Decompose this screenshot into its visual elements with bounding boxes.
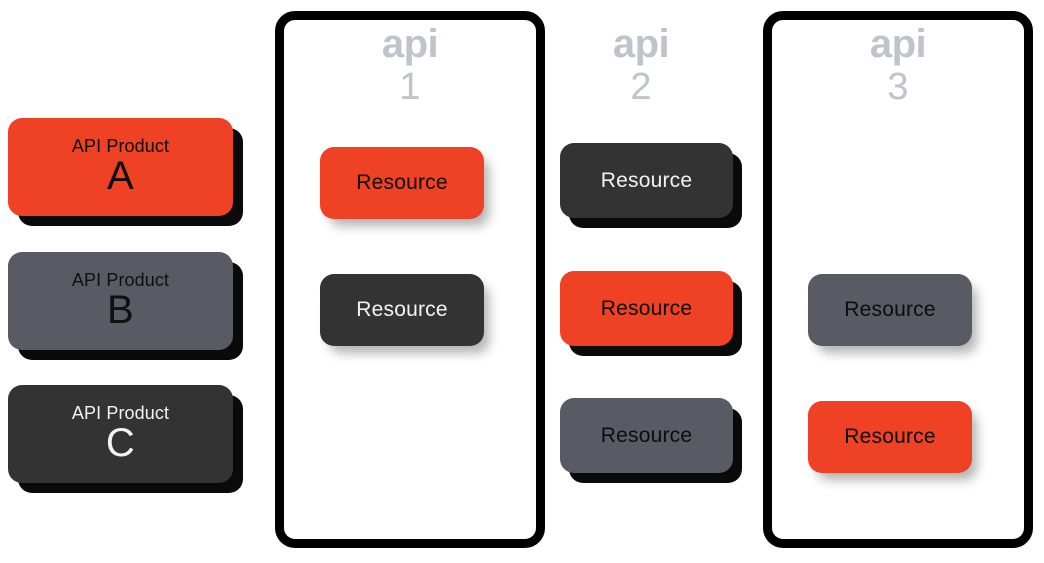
api-word-label: api — [381, 22, 439, 66]
resource-label: Resource — [356, 171, 448, 194]
api-word-label: api — [612, 22, 670, 66]
resource-label: Resource — [844, 298, 936, 321]
resource-chip[interactable]: Resource — [320, 274, 484, 346]
resource-label: Resource — [600, 423, 693, 447]
api-product-letter: A — [107, 153, 134, 198]
api-heading-2: api 2 — [556, 24, 726, 110]
api-product-title: API Product — [71, 402, 170, 423]
api-number-label: 2 — [630, 66, 652, 108]
resource-label: Resource — [844, 425, 936, 448]
api-product-letter: B — [107, 287, 134, 332]
api-product-letter: C — [105, 420, 136, 465]
api-product-card-c[interactable]: API Product C — [8, 385, 233, 483]
resource-label: Resource — [600, 168, 693, 192]
api-heading-1: api 1 — [275, 24, 545, 110]
api-number-label: 3 — [887, 66, 909, 108]
api-number-label: 1 — [399, 66, 421, 108]
resource-chip[interactable]: Resource — [560, 398, 733, 473]
resource-chip[interactable]: Resource — [320, 147, 484, 219]
api-product-card-a[interactable]: API Product A — [8, 118, 233, 216]
api-product-title: API Product — [71, 135, 170, 156]
resource-chip[interactable]: Resource — [808, 274, 972, 346]
api-heading-3: api 3 — [763, 24, 1033, 110]
resource-chip[interactable]: Resource — [560, 271, 733, 346]
resource-chip[interactable]: Resource — [808, 401, 972, 473]
resource-label: Resource — [600, 296, 693, 320]
api-product-card-b[interactable]: API Product B — [8, 252, 233, 350]
resource-label: Resource — [356, 298, 448, 321]
api-container-1 — [275, 11, 545, 548]
api-product-title: API Product — [71, 269, 170, 290]
api-word-label: api — [869, 22, 927, 66]
resource-chip[interactable]: Resource — [560, 143, 733, 218]
